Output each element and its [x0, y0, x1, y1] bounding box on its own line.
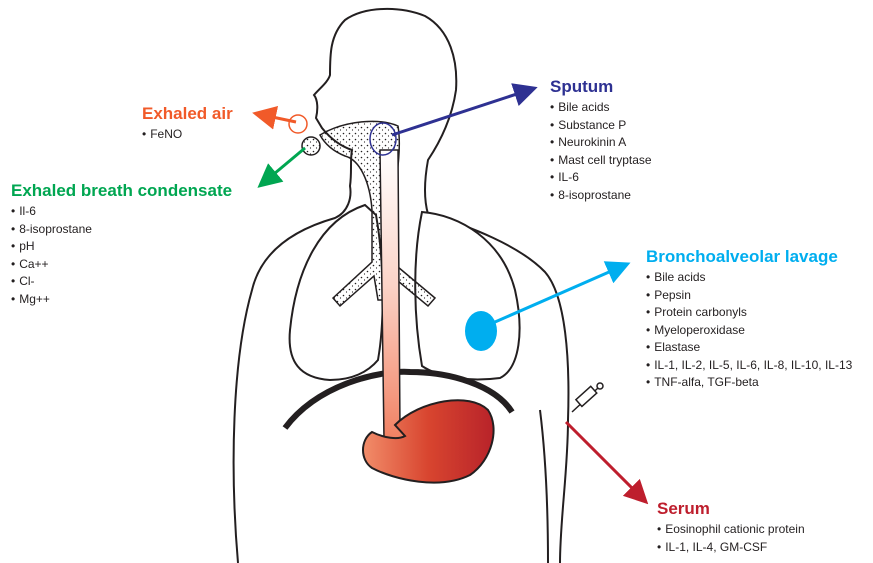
list-item: Elastase: [646, 339, 852, 357]
ebc-list: Il-6 8-isoprostane pH Ca++ Cl- Mg++: [11, 203, 232, 308]
list-item: Pepsin: [646, 287, 852, 305]
ebc-arrow: [262, 148, 305, 184]
list-item: 8-isoprostane: [550, 187, 652, 205]
list-item: IL-1, IL-4, GM-CSF: [657, 539, 805, 557]
right-lung: [290, 205, 383, 380]
stomach: [363, 400, 494, 482]
esophagus: [380, 150, 420, 452]
list-item: Bile acids: [550, 99, 652, 117]
bal-sample-blob: [465, 311, 497, 351]
exhaled-air-list: FeNO: [142, 126, 233, 144]
list-item: IL-1, IL-2, IL-5, IL-6, IL-8, IL-10, IL-…: [646, 357, 852, 375]
exhaled-air-block: Exhaled air FeNO: [142, 104, 233, 144]
sputum-title: Sputum: [550, 77, 652, 97]
list-item: Cl-: [11, 273, 232, 291]
list-item: TNF-alfa, TGF-beta: [646, 374, 852, 392]
arm-outline: [540, 410, 548, 563]
list-item: Myeloperoxidase: [646, 322, 852, 340]
list-item: Mast cell tryptase: [550, 152, 652, 170]
list-item: IL-6: [550, 169, 652, 187]
bal-title: Bronchoalveolar lavage: [646, 247, 852, 267]
serum-title: Serum: [657, 499, 805, 519]
exhaled-air-arrow: [258, 114, 296, 122]
list-item: 8-isoprostane: [11, 221, 232, 239]
list-item: Ca++: [11, 256, 232, 274]
nose-sample-circle: [289, 115, 307, 133]
list-item: Protein carbonyls: [646, 304, 852, 322]
list-item: Substance P: [550, 117, 652, 135]
ebc-block: Exhaled breath condensate Il-6 8-isopros…: [11, 181, 232, 308]
serum-list: Eosinophil cationic protein IL-1, IL-4, …: [657, 521, 805, 556]
list-item: Bile acids: [646, 269, 852, 287]
sputum-list: Bile acids Substance P Neurokinin A Mast…: [550, 99, 652, 204]
mouth-sample-circle: [302, 137, 320, 155]
list-item: FeNO: [142, 126, 233, 144]
list-item: Eosinophil cationic protein: [657, 521, 805, 539]
sputum-arrow: [392, 89, 532, 135]
bal-block: Bronchoalveolar lavage Bile acids Pepsin…: [646, 247, 852, 392]
exhaled-air-title: Exhaled air: [142, 104, 233, 124]
list-item: Mg++: [11, 291, 232, 309]
list-item: pH: [11, 238, 232, 256]
ebc-title: Exhaled breath condensate: [11, 181, 232, 201]
list-item: Neurokinin A: [550, 134, 652, 152]
syringe-icon: [572, 383, 603, 412]
serum-arrow: [566, 422, 644, 500]
list-item: Il-6: [11, 203, 232, 221]
serum-block: Serum Eosinophil cationic protein IL-1, …: [657, 499, 805, 556]
bal-list: Bile acids Pepsin Protein carbonyls Myel…: [646, 269, 852, 392]
sputum-block: Sputum Bile acids Substance P Neurokinin…: [550, 77, 652, 204]
